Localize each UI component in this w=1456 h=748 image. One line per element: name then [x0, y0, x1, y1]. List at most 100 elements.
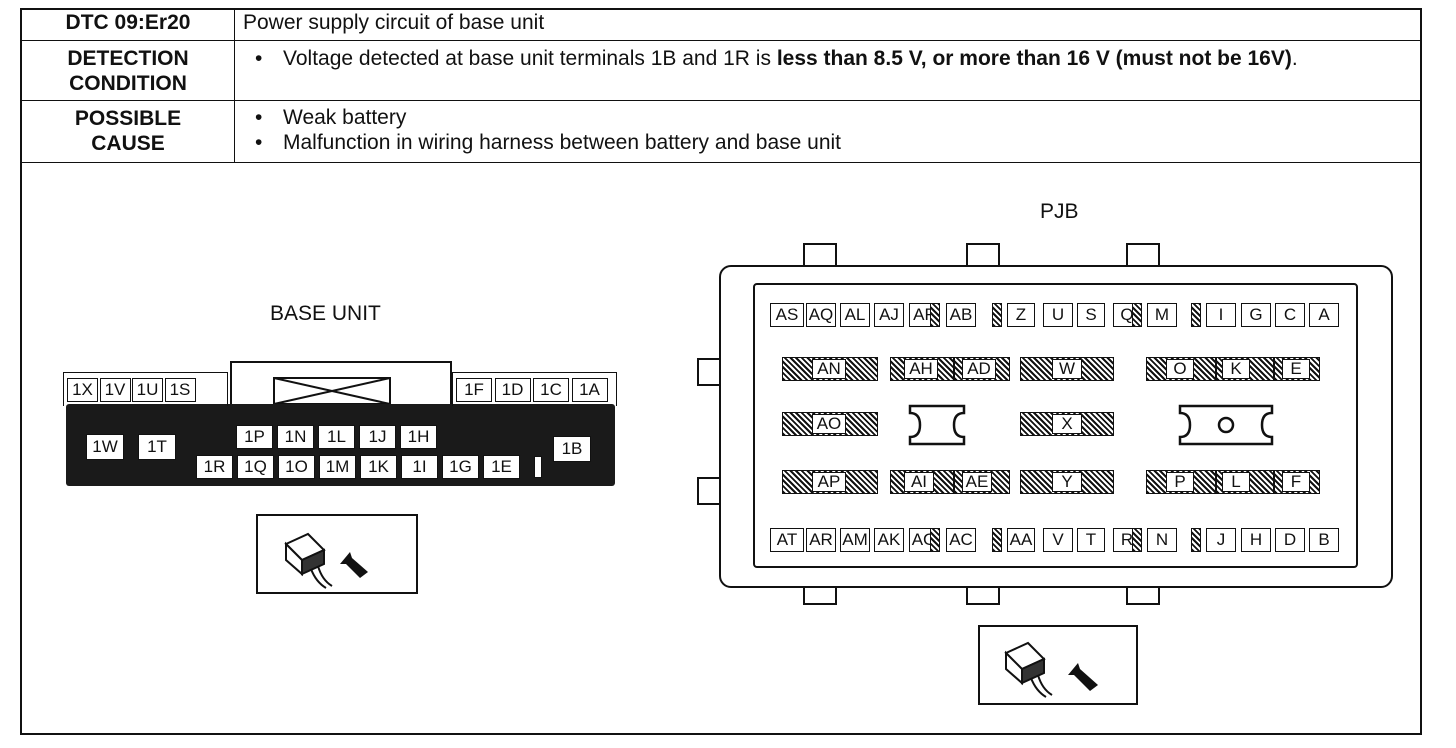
terminal-1f: 1F: [456, 378, 492, 402]
pjb-mount-key-icon: [908, 404, 966, 446]
base-unit-title: BASE UNIT: [270, 302, 381, 325]
terminal-1c: 1C: [533, 378, 569, 402]
latch-cross-icon: [273, 377, 391, 405]
pjb-hatched-cavity: [992, 303, 1002, 327]
pjb-terminal-u: U: [1043, 303, 1073, 327]
connector-left-shoulder: [63, 372, 228, 406]
pjb-terminal-z: Z: [1007, 303, 1035, 327]
pjb-title: PJB: [1040, 200, 1079, 223]
terminal-1m: 1M: [319, 455, 356, 479]
pjb-terminal-d: D: [1275, 528, 1305, 552]
pjb-terminal-aa: AA: [1007, 528, 1035, 552]
pjb-terminal-o: O: [1166, 359, 1194, 379]
terminal-1d: 1D: [494, 378, 531, 402]
dtc-header-table: DTC 09:Er20 Power supply circuit of base…: [22, 10, 1420, 163]
pjb-side-tab: [697, 477, 723, 505]
pjb-inner-frame: [753, 283, 1358, 568]
detection-text-post: .: [1291, 46, 1298, 70]
terminal-1n: 1N: [277, 425, 314, 449]
terminal-1s: 1S: [164, 378, 196, 402]
pjb-terminal-e: E: [1282, 359, 1310, 379]
pjb-hatched-cavity: [1191, 303, 1201, 327]
connector-guide: [534, 456, 542, 478]
pjb-hatched-cavity: [1191, 528, 1201, 552]
dtc-document: DTC 09:Er20 Power supply circuit of base…: [20, 8, 1422, 735]
possible-cause-label: POSSIBLE CAUSE: [22, 99, 235, 163]
pjb-top-tab: [803, 243, 837, 267]
pjb-terminal-as: AS: [770, 303, 804, 327]
terminal-1u: 1U: [132, 378, 163, 402]
pjb-terminal-ac: AC: [946, 528, 976, 552]
pjb-terminal-n: N: [1147, 528, 1177, 552]
dtc-description: Power supply circuit of base unit: [234, 10, 1420, 41]
pjb-terminal-ap: AP: [812, 472, 846, 492]
terminal-1p: 1P: [236, 425, 273, 449]
pjb-hatched-cavity: [1132, 303, 1142, 327]
detection-text-pre: Voltage detected at base unit terminals …: [283, 46, 777, 70]
pjb-terminal-ao: AO: [812, 414, 846, 434]
pjb-terminal-ad: AD: [962, 359, 996, 379]
pjb-mount-key-round-icon: [1178, 404, 1274, 446]
cause-item: Malfunction in wiring harness between ba…: [255, 130, 1412, 155]
detection-condition-label: DETECTION CONDITION: [22, 39, 235, 101]
dtc-code: DTC 09:Er20: [22, 10, 235, 41]
cause-item: Weak battery: [255, 105, 1412, 130]
terminal-1i: 1I: [401, 455, 438, 479]
terminal-1q: 1Q: [237, 455, 274, 479]
pjb-bottom-tab: [966, 585, 1000, 605]
pjb-terminal-v: V: [1043, 528, 1073, 552]
terminal-1e: 1E: [483, 455, 520, 479]
pjb-bottom-tab: [1126, 585, 1160, 605]
pjb-terminal-an: AN: [812, 359, 846, 379]
pjb-terminal-at: AT: [770, 528, 804, 552]
possible-cause-list: Weak battery Malfunction in wiring harne…: [234, 99, 1420, 163]
pjb-hatched-cavity: [930, 303, 940, 327]
terminal-1a: 1A: [571, 378, 608, 402]
pjb-terminal-s: S: [1077, 303, 1105, 327]
pjb-top-tab: [966, 243, 1000, 267]
pjb-terminal-c: C: [1275, 303, 1305, 327]
pjb-terminal-ah: AH: [904, 359, 938, 379]
pjb-terminal-ae: AE: [962, 472, 992, 492]
pjb-terminal-ai: AI: [904, 472, 934, 492]
pjb-terminal-y: Y: [1052, 472, 1082, 492]
pjb-hatched-cavity: [992, 528, 1002, 552]
pjb-terminal-ar: AR: [806, 528, 836, 552]
pjb-hatched-cavity: [930, 528, 940, 552]
terminal-1w: 1W: [86, 434, 124, 460]
terminal-1v: 1V: [99, 378, 131, 402]
pjb-terminal-p: P: [1166, 472, 1194, 492]
connector-front-view-icon: [256, 514, 418, 594]
detection-condition-text: Voltage detected at base unit terminals …: [234, 39, 1420, 101]
pjb-terminal-l: L: [1222, 472, 1250, 492]
pjb-terminal-i: I: [1206, 303, 1236, 327]
terminal-1g: 1G: [442, 455, 479, 479]
pjb-terminal-t: T: [1077, 528, 1105, 552]
terminal-1r: 1R: [196, 455, 233, 479]
connector-right-shoulder: [452, 372, 617, 406]
pjb-terminal-x: X: [1052, 414, 1082, 434]
terminal-1b: 1B: [553, 436, 591, 462]
terminal-1t: 1T: [138, 434, 176, 460]
pjb-top-tab: [1126, 243, 1160, 267]
terminal-1j: 1J: [359, 425, 396, 449]
terminal-1o: 1O: [278, 455, 315, 479]
pjb-bottom-tab: [803, 585, 837, 605]
pjb-terminal-aq: AQ: [806, 303, 836, 327]
pjb-terminal-af: AF: [909, 303, 939, 327]
detection-label-text: DETECTION CONDITION: [67, 46, 189, 95]
pjb-terminal-ak: AK: [874, 528, 904, 552]
connector-latch: [230, 361, 452, 406]
pjb-terminal-ab: AB: [946, 303, 976, 327]
pjb-hatched-cavity: [1132, 528, 1142, 552]
pjb-terminal-am: AM: [840, 528, 870, 552]
pjb-terminal-g: G: [1241, 303, 1271, 327]
detection-text-bold: less than 8.5 V, or more than 16 V (must…: [776, 46, 1292, 70]
pjb-front-view-icon: [978, 625, 1138, 705]
pjb-terminal-w: W: [1052, 359, 1082, 379]
pjb-terminal-b: B: [1309, 528, 1339, 552]
pjb-terminal-aj: AJ: [874, 303, 904, 327]
terminal-1l: 1L: [318, 425, 355, 449]
terminal-1k: 1K: [360, 455, 397, 479]
pjb-side-tab: [697, 358, 723, 386]
